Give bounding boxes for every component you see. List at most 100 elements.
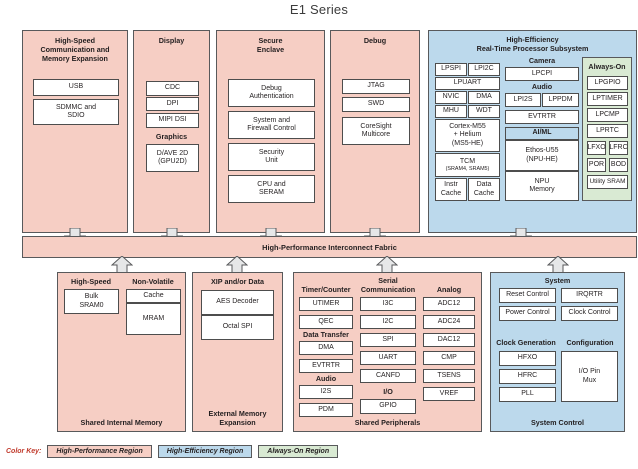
panel-secure-enclave[interactable]: Secure Enclave Debug Authentication Syst… xyxy=(216,30,325,233)
block-hfxo[interactable]: HFXO xyxy=(499,351,556,366)
block-ethos-u55-npu-he[interactable]: Ethos-U55 (NPU-HE) xyxy=(505,140,579,171)
group-label-data-transfer: Data Transfer xyxy=(303,330,349,339)
block-lppdm[interactable]: LPPDM xyxy=(542,93,579,107)
block-io-pin-mux[interactable]: I/O Pin Mux xyxy=(561,351,618,402)
block-jtag[interactable]: JTAG xyxy=(342,79,410,94)
block-bod[interactable]: BOD xyxy=(609,158,628,172)
block-wdt[interactable]: WDT xyxy=(468,105,500,118)
panel-title: High-Speed Communication and Memory Expa… xyxy=(40,36,110,63)
block-lprtc[interactable]: LPRTC xyxy=(587,124,628,138)
block-mram[interactable]: MRAM xyxy=(126,303,181,335)
block-cmp[interactable]: CMP xyxy=(423,351,475,365)
block-lpgpio[interactable]: LPGPIO xyxy=(587,76,628,90)
block-lpuart[interactable]: LPUART xyxy=(435,77,500,90)
block-clock-control[interactable]: Clock Control xyxy=(561,306,618,321)
block-lpi2s[interactable]: LPI2S xyxy=(505,93,541,107)
panel-system-control[interactable]: System Reset Control IRQRTR Power Contro… xyxy=(490,272,625,432)
panel-footer: Shared Peripherals xyxy=(354,417,421,427)
block-cdc[interactable]: CDC xyxy=(146,81,199,96)
block-adc24[interactable]: ADC24 xyxy=(423,315,475,329)
block-cpu-seram[interactable]: CPU and SERAM xyxy=(228,175,315,203)
panel-footer: System Control xyxy=(530,417,585,427)
panel-footer: Shared Internal Memory xyxy=(80,417,163,427)
block-swd[interactable]: SWD xyxy=(342,97,410,112)
block-data-cache[interactable]: Data Cache xyxy=(468,178,500,201)
panel-external-memory-expansion[interactable]: XIP and/or Data AES Decoder Octal SPI Ex… xyxy=(192,272,283,432)
block-i2c[interactable]: I2C xyxy=(360,315,416,329)
block-i2s[interactable]: I2S xyxy=(299,385,353,399)
block-lpcmp[interactable]: LPCMP xyxy=(587,108,628,122)
block-utimer[interactable]: UTIMER xyxy=(299,297,353,311)
block-dpi[interactable]: DPI xyxy=(146,97,199,111)
panel-high-efficiency-subsystem[interactable]: High-Efficiency Real-Time Processor Subs… xyxy=(428,30,637,233)
block-npu-memory[interactable]: NPU Memory xyxy=(505,171,579,201)
block-evtrtr[interactable]: EVTRTR xyxy=(505,110,579,124)
block-dma[interactable]: DMA xyxy=(468,91,500,104)
block-utility-sram[interactable]: Utility SRAM xyxy=(587,175,628,189)
block-lfrc[interactable]: LFRC xyxy=(609,141,628,155)
group-label-clock-generation: Clock Generation xyxy=(496,338,556,347)
block-usb[interactable]: USB xyxy=(33,79,119,96)
group-label-xip-data: XIP and/or Data xyxy=(211,277,264,286)
block-tsens[interactable]: TSENS xyxy=(423,369,475,383)
block-tcm-label: TCM xyxy=(459,157,476,165)
group-label-configuration: Configuration xyxy=(566,338,614,347)
block-power-control[interactable]: Power Control xyxy=(499,306,556,321)
block-security-unit[interactable]: Security Unit xyxy=(228,143,315,171)
group-label-serial-communication: Serial Communication xyxy=(360,276,416,294)
block-debug-authentication[interactable]: Debug Authentication xyxy=(228,79,315,107)
block-hfrc[interactable]: HFRC xyxy=(499,369,556,384)
block-nvic[interactable]: NVIC xyxy=(435,91,467,104)
panel-always-on[interactable]: Always-On LPGPIO LPTIMER LPCMP LPRTC LFX… xyxy=(582,57,632,201)
block-lfxo[interactable]: LFXO xyxy=(587,141,606,155)
block-mhu[interactable]: MHU xyxy=(435,105,467,118)
block-bulk-sram0[interactable]: Bulk SRAM0 xyxy=(64,289,119,314)
block-irqrtr[interactable]: IRQRTR xyxy=(561,288,618,303)
panel-high-speed-comm[interactable]: High-Speed Communication and Memory Expa… xyxy=(22,30,128,233)
block-pdm[interactable]: PDM xyxy=(299,403,353,417)
group-label-audio-peripheral: Audio xyxy=(315,374,337,383)
block-system-firewall-control[interactable]: System and Firewall Control xyxy=(228,111,315,139)
block-vref[interactable]: VREF xyxy=(423,387,475,401)
block-aiml-header: AI/ML xyxy=(505,127,579,140)
block-lptimer[interactable]: LPTIMER xyxy=(587,92,628,106)
block-adc12[interactable]: ADC12 xyxy=(423,297,475,311)
block-canfd[interactable]: CANFD xyxy=(360,369,416,383)
panel-title: Debug xyxy=(363,36,387,45)
block-qec[interactable]: QEC xyxy=(299,315,353,329)
panel-debug[interactable]: Debug JTAG SWD CoreSight Multicore xyxy=(330,30,420,233)
group-label-high-speed: High-Speed xyxy=(71,277,111,286)
block-uart[interactable]: UART xyxy=(360,351,416,365)
block-gpio[interactable]: GPIO xyxy=(360,399,416,414)
block-pll[interactable]: PLL xyxy=(499,387,556,402)
block-cortex-m55-helium[interactable]: Cortex-M55 + Helium (MS5-HE) xyxy=(435,119,500,152)
page-title: E1 Series xyxy=(289,2,349,17)
block-cache[interactable]: Cache xyxy=(126,289,181,303)
block-dac12[interactable]: DAC12 xyxy=(423,333,475,347)
interconnect-fabric[interactable]: High-Performance Interconnect Fabric xyxy=(22,236,637,258)
interconnect-fabric-label: High-Performance Interconnect Fabric xyxy=(262,242,397,252)
panel-display[interactable]: Display CDC DPI MIPI DSI Graphics D/AVE … xyxy=(133,30,210,233)
block-reset-control[interactable]: Reset Control xyxy=(499,288,556,303)
block-lpspi[interactable]: LPSPI xyxy=(435,63,467,76)
panel-shared-internal-memory[interactable]: High-Speed Bulk SRAM0 Non-Volatile Cache… xyxy=(57,272,186,432)
block-dave2d-gpu2d[interactable]: D/AVE 2D (GPU2D) xyxy=(146,144,199,172)
block-i3c[interactable]: I3C xyxy=(360,297,416,311)
panel-title: Secure Enclave xyxy=(256,36,285,54)
block-tcm[interactable]: TCM (SRAM4, SRAM5) xyxy=(435,153,500,177)
block-lpi2c[interactable]: LPI2C xyxy=(468,63,500,76)
block-instr-cache[interactable]: Instr Cache xyxy=(435,178,467,201)
block-mipi-dsi[interactable]: MIPI DSI xyxy=(146,113,199,128)
group-label-camera: Camera xyxy=(528,56,556,65)
block-octal-spi[interactable]: Octal SPI xyxy=(201,315,274,340)
block-dma-peripheral[interactable]: DMA xyxy=(299,341,353,355)
block-coresight-multicore[interactable]: CoreSight Multicore xyxy=(342,117,410,145)
block-sdmmc-sdio[interactable]: SDMMC and SDIO xyxy=(33,99,119,125)
block-lpcpi[interactable]: LPCPI xyxy=(505,67,579,81)
block-por[interactable]: POR xyxy=(587,158,606,172)
block-evtrtr-peripheral[interactable]: EVTRTR xyxy=(299,359,353,373)
block-spi[interactable]: SPI xyxy=(360,333,416,347)
arrow-down-shared-internal-memory xyxy=(111,256,133,273)
block-aes-decoder[interactable]: AES Decoder xyxy=(201,290,274,315)
panel-shared-peripherals[interactable]: Timer/Counter UTIMER QEC Data Transfer D… xyxy=(293,272,482,432)
